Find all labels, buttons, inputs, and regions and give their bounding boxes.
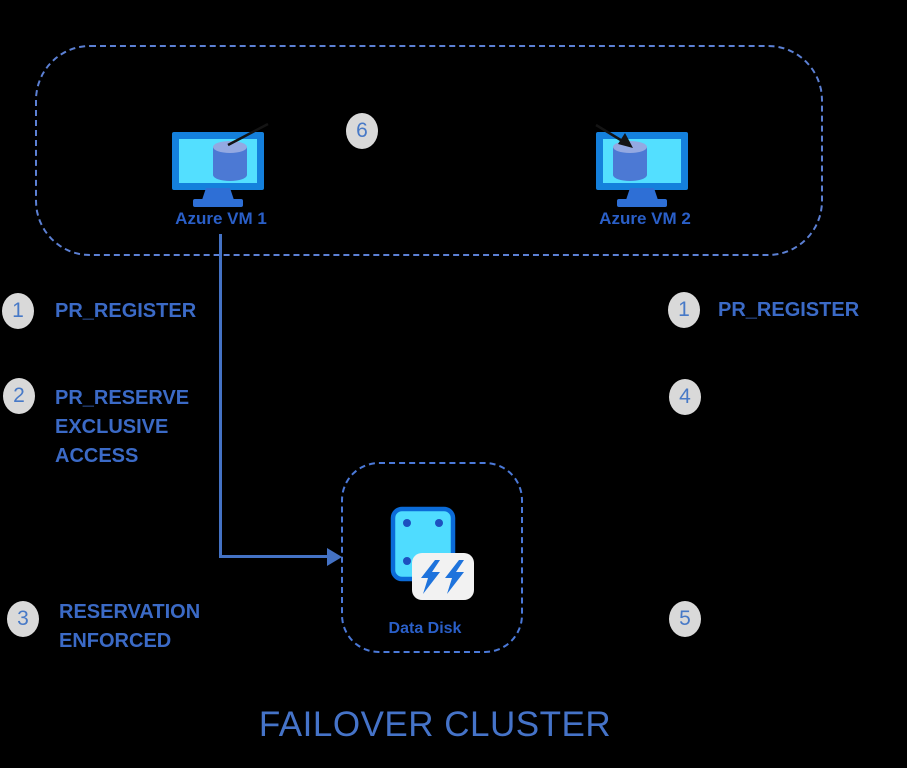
disk-move-arrowhead: [618, 133, 633, 148]
data-disk-icon: [390, 506, 474, 600]
data-disk-label: Data Disk: [388, 620, 462, 637]
step-badge-4-right: 4: [669, 379, 701, 415]
step-label-pr-reserve: PR_RESERVE EXCLUSIVE ACCESS: [55, 384, 189, 471]
diagram-title: FAILOVER CLUSTER: [258, 705, 612, 744]
step-label-reservation-enforced: RESERVATION ENFORCED: [59, 598, 200, 656]
disk-move-arrow-line: [595, 123, 625, 144]
step-label-line: ENFORCED: [59, 630, 172, 652]
step-label-pr-register-right: PR_REGISTER: [718, 296, 859, 325]
step-badge-2-left: 2: [3, 378, 35, 414]
cluster-boundary: [35, 45, 823, 256]
lightning-bolt-icon: [445, 560, 464, 594]
vm1-to-disk-arrow-vertical: [219, 234, 222, 558]
step-label-line: PR_REGISTER: [718, 299, 860, 321]
step-badge-1-left: 1: [2, 293, 34, 329]
step-badge-6: 6: [346, 113, 378, 149]
step-label-line: RESERVATION: [59, 601, 201, 623]
step-badge-3-left: 3: [7, 601, 39, 637]
step-label-line: EXCLUSIVE: [55, 416, 169, 438]
step-label-line: PR_REGISTER: [55, 300, 197, 322]
lightning-bolt-icon: [421, 560, 440, 594]
step-label-line: ACCESS: [55, 445, 139, 467]
vm1-to-disk-arrow-horizontal: [219, 555, 329, 558]
step-badge-1-right: 1: [668, 292, 700, 328]
data-disk-boundary: [341, 462, 523, 653]
step-badge-5-right: 5: [669, 601, 701, 637]
azure-vm-2-icon: [595, 123, 688, 207]
disk-move-line: [227, 122, 269, 147]
azure-vm-2-label: Azure VM 2: [599, 209, 691, 228]
lightning-badge: [412, 553, 474, 600]
azure-vm-1-label: Azure VM 1: [175, 209, 267, 228]
step-label-pr-register-left: PR_REGISTER: [55, 297, 196, 326]
step-label-line: PR_RESERVE: [55, 387, 190, 409]
azure-vm-1-icon: [172, 122, 269, 207]
vm1-to-disk-arrowhead: [327, 548, 342, 566]
